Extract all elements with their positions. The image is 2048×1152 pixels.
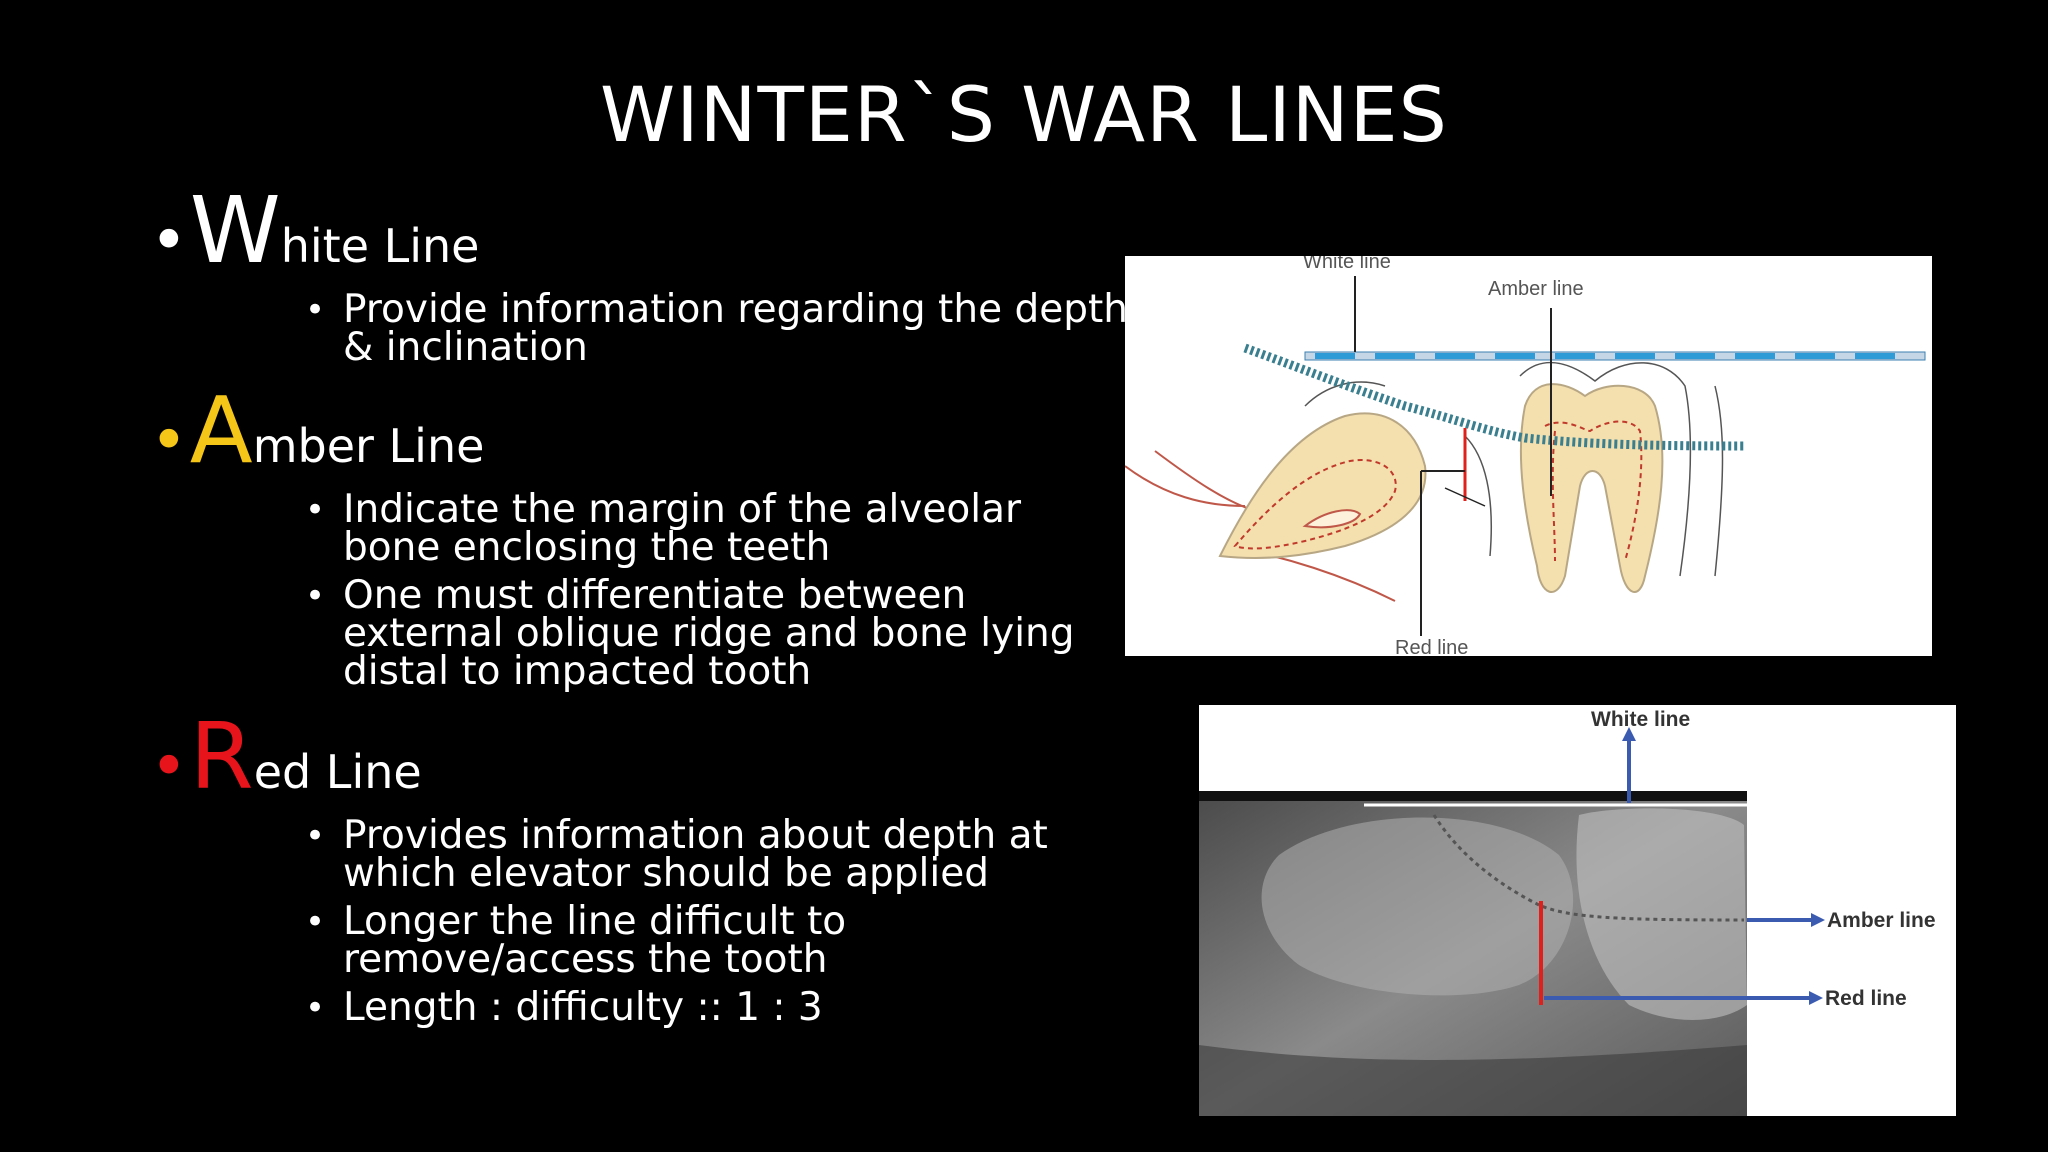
content-area: • W hite Line •Provide information regar… bbox=[150, 185, 1130, 1037]
red-line-label: Red line bbox=[1395, 637, 1468, 656]
list-item-text: Longer the line difficult to remove/acce… bbox=[343, 899, 847, 982]
heading-initial: R bbox=[189, 703, 254, 810]
list-item-text: Indicate the margin of the alveolar bone… bbox=[343, 487, 1022, 570]
heading-initial: A bbox=[189, 377, 253, 484]
list-item: •Provides information about depth at whi… bbox=[305, 813, 1048, 896]
tooth-diagram-svg: White line Amber line Red line bbox=[1124, 251, 1926, 659]
radiograph-diagram: White line Amber line Red line bbox=[1199, 705, 1956, 1116]
section-heading: • W hite Line bbox=[150, 185, 1130, 277]
section-white-line: • W hite Line •Provide information regar… bbox=[150, 185, 1130, 370]
section-heading: • A mber Line bbox=[150, 385, 1130, 477]
red-line-label: Red line bbox=[1825, 987, 1907, 1010]
heading-initial: W bbox=[189, 177, 281, 284]
radiograph-svg: White line Amber line Red line bbox=[1199, 708, 1936, 1116]
tooth-diagram: White line Amber line Red line bbox=[1124, 251, 1932, 659]
section-red-line: • R ed Line •Provides information about … bbox=[150, 711, 1130, 1030]
section-heading: • R ed Line bbox=[150, 711, 1130, 803]
section-amber-line: • A mber Line •Indicate the margin of th… bbox=[150, 385, 1130, 694]
list-item-text: Provide information regarding the depth … bbox=[343, 287, 1128, 370]
list-item-text: Provides information about depth at whic… bbox=[343, 813, 1048, 896]
white-line-label: White line bbox=[1303, 256, 1391, 273]
sub-list: •Provides information about depth at whi… bbox=[150, 813, 1130, 1030]
amber-line-label: Amber line bbox=[1488, 278, 1584, 300]
heading-bullet: • bbox=[150, 404, 188, 478]
list-item: •Length : difficulty :: 1 : 3 bbox=[305, 985, 823, 1030]
list-item: •Longer the line difficult to remove/acc… bbox=[305, 899, 847, 982]
heading-text: mber Line bbox=[252, 419, 485, 473]
amber-line-label: Amber line bbox=[1827, 909, 1936, 932]
list-item-text: One must differentiate between external … bbox=[343, 573, 1075, 694]
heading-bullet: • bbox=[150, 204, 188, 278]
heading-text: hite Line bbox=[280, 219, 480, 273]
list-item: •Provide information regarding the depth… bbox=[305, 287, 1128, 370]
sub-list: •Provide information regarding the depth… bbox=[150, 287, 1130, 370]
heading-bullet: • bbox=[150, 730, 188, 804]
white-line-label: White line bbox=[1591, 708, 1690, 731]
heading-text: ed Line bbox=[253, 745, 422, 799]
list-item: •Indicate the margin of the alveolar bon… bbox=[305, 487, 1022, 570]
sub-list: •Indicate the margin of the alveolar bon… bbox=[150, 487, 1130, 694]
list-item-text: Length : difficulty :: 1 : 3 bbox=[343, 985, 823, 1030]
list-item: •One must differentiate between external… bbox=[305, 573, 1075, 694]
slide-title: WINTER`S WAR LINES bbox=[600, 70, 1448, 159]
